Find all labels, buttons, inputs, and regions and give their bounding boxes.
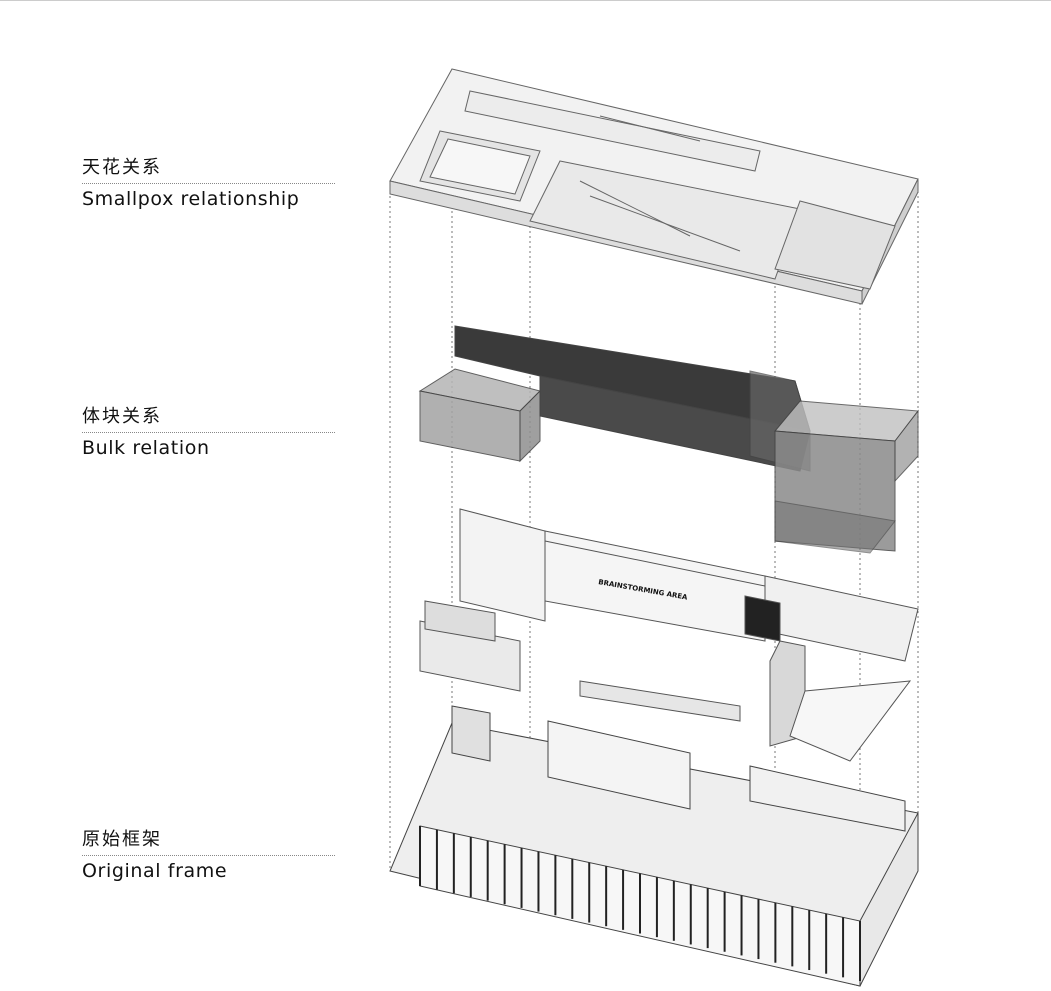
bulk-layer	[418, 325, 919, 554]
ceiling-layer	[389, 68, 919, 305]
label-frame-en: Original frame	[82, 860, 228, 882]
label-bulk: 体块关系 Bulk relation	[82, 402, 335, 459]
label-frame-zh: 原始框架	[82, 825, 335, 856]
label-ceiling-zh: 天花关系	[82, 153, 335, 184]
label-ceiling-en: Smallpox relationship	[82, 188, 300, 210]
label-ceiling: 天花关系 Smallpox relationship	[82, 153, 335, 210]
label-bulk-zh: 体块关系	[82, 402, 335, 433]
label-bulk-en: Bulk relation	[82, 437, 210, 459]
frame-layer	[389, 705, 919, 987]
furniture-layer: BRAINSTORMING AREA	[419, 508, 919, 762]
label-frame: 原始框架 Original frame	[82, 825, 335, 882]
